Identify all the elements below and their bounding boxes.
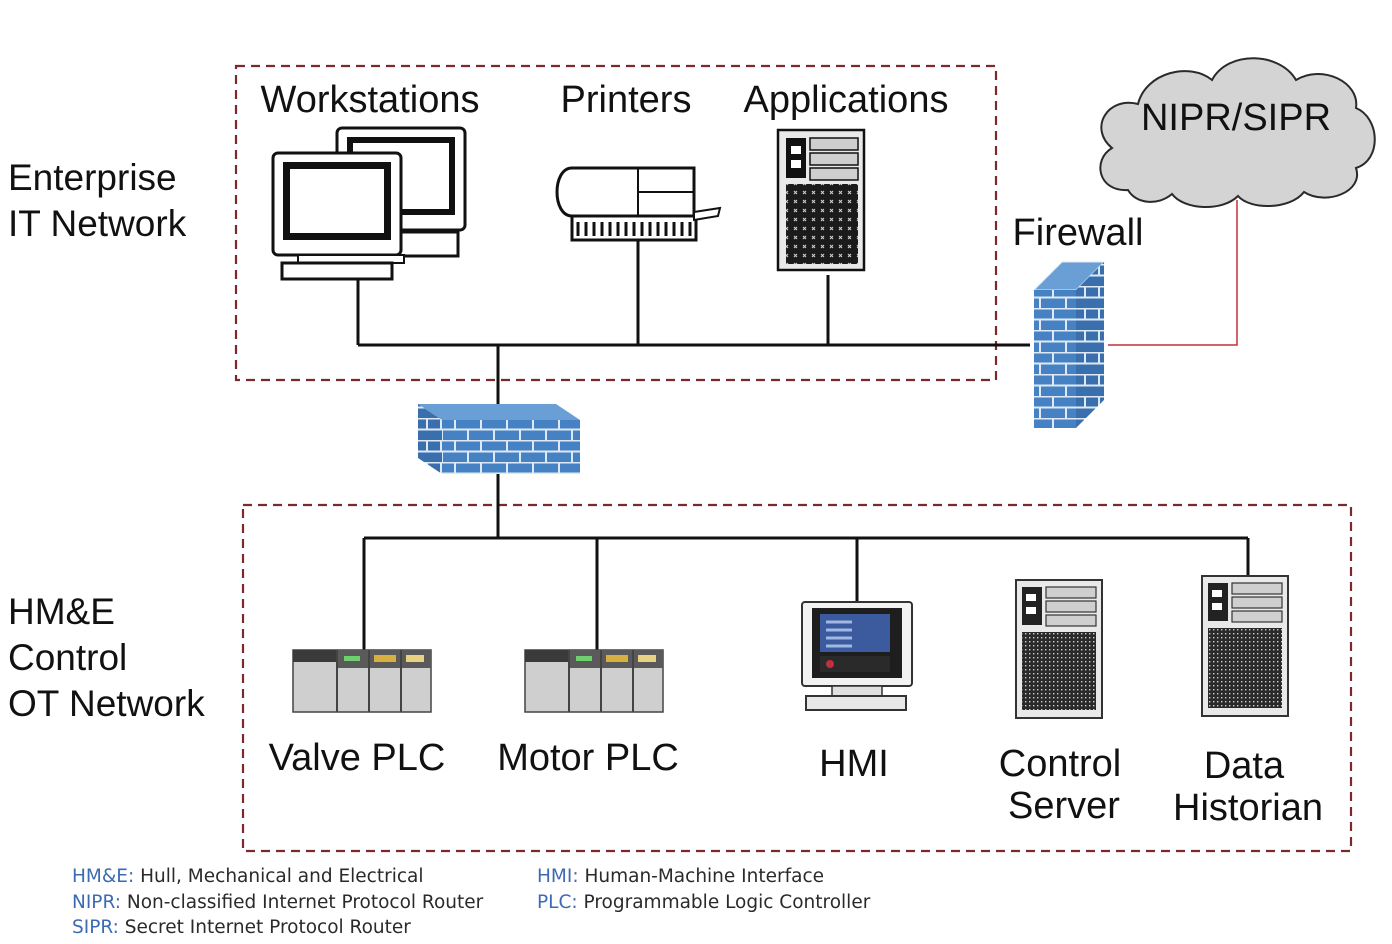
data-historian-label-line2: Historian — [1173, 787, 1323, 829]
firewall-label: Firewall — [1013, 212, 1144, 254]
glossary-term: NIPR: — [72, 891, 121, 913]
nipr-link — [1108, 200, 1238, 346]
control-server-label-line1: Control — [999, 743, 1122, 785]
glossary-definition: Non-classified Internet Protocol Router — [126, 891, 484, 913]
glossary-item: HM&E: Hull, Mechanical and Electrical — [72, 864, 483, 890]
it-ot-firewall-icon — [418, 404, 580, 474]
glossary-definition: Hull, Mechanical and Electrical — [140, 866, 424, 887]
glossary-term: HMI: — [537, 866, 579, 887]
glossary-term: HM&E: — [72, 866, 135, 887]
nipr-sipr-cloud-icon — [1099, 57, 1376, 209]
application-server-icon — [776, 128, 866, 272]
firewall-icon — [1032, 261, 1106, 428]
applications-label: Applications — [744, 79, 949, 121]
it-zone-label-line2: IT Network — [8, 203, 187, 244]
control-server-icon — [1015, 579, 1103, 719]
ot-network-bus — [362, 470, 1250, 650]
hmi-label: HMI — [819, 743, 889, 785]
ot-zone-label-line2: Control — [8, 637, 127, 678]
hmi-icon — [801, 601, 913, 711]
glossary-definition: Human-Machine Interface — [584, 866, 824, 887]
data-historian-icon — [1201, 575, 1289, 717]
cloud-label: NIPR/SIPR — [1141, 97, 1331, 139]
glossary-item: NIPR: Non-classified Internet Protocol R… — [72, 890, 483, 916]
data-historian-label-line1: Data — [1204, 745, 1285, 787]
glossary-right: HMI: Human-Machine Interface PLC: Progra… — [537, 864, 870, 915]
glossary-item: SIPR: Secret Internet Protocol Router — [72, 915, 483, 941]
motor-plc-icon — [524, 649, 664, 713]
glossary-term: PLC: — [537, 891, 578, 913]
it-zone-label-line1: Enterprise — [8, 157, 177, 198]
ot-zone-label-line1: HM&E — [8, 591, 115, 632]
valve-plc-icon — [292, 649, 432, 713]
motor-plc-label: Motor PLC — [497, 737, 679, 779]
glossary-term: SIPR: — [72, 917, 119, 938]
printer-icon — [555, 166, 722, 242]
glossary-item: PLC: Programmable Logic Controller — [537, 890, 870, 916]
workstations-label: Workstations — [261, 79, 480, 121]
valve-plc-label: Valve PLC — [269, 737, 446, 779]
control-server-label-line2: Server — [1008, 785, 1120, 827]
it-network-bus — [356, 240, 1030, 405]
glossary-item: HMI: Human-Machine Interface — [537, 864, 870, 890]
glossary-left: HM&E: Hull, Mechanical and Electrical NI… — [72, 864, 483, 941]
printers-label: Printers — [561, 79, 692, 121]
workstations-icon — [271, 126, 467, 281]
ot-zone-label-line3: OT Network — [8, 683, 205, 724]
glossary-definition: Programmable Logic Controller — [583, 891, 871, 913]
ot-zone-boundary — [241, 503, 1353, 853]
it-zone-boundary — [234, 64, 998, 382]
glossary-definition: Secret Internet Protocol Router — [124, 917, 411, 938]
